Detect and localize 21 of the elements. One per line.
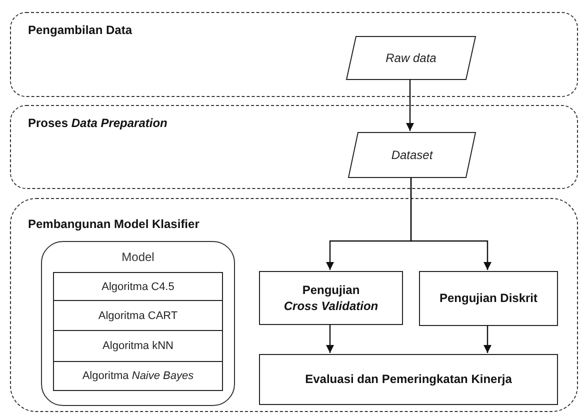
model-title: Model: [120, 250, 156, 264]
stage-band: [10, 12, 578, 97]
stage-band: [10, 198, 578, 412]
stage-band: [10, 105, 578, 189]
arrow: [406, 79, 414, 131]
algorithm-row: Algoritma kNN: [53, 330, 223, 362]
process-box: Pengujian Diskrit: [419, 271, 558, 326]
stage-heading: Proses Data Preparation: [28, 116, 168, 130]
process-box: Evaluasi dan Pemeringkatan Kinerja: [259, 354, 558, 405]
data-parallelogram: Raw data: [346, 36, 476, 80]
algorithm-row: Algoritma Naive Bayes: [53, 361, 223, 391]
arrow: [484, 325, 492, 353]
algorithm-row: Algoritma CART: [53, 300, 223, 331]
arrow: [410, 177, 492, 270]
data-parallelogram: Dataset: [348, 132, 476, 178]
stage-heading: Pengambilan Data: [28, 23, 132, 37]
stage-heading: Pembangunan Model Klasifier: [28, 217, 200, 231]
process-box: Pengujian Cross Validation: [259, 271, 403, 325]
algorithm-row: Algoritma C4.5: [53, 272, 223, 301]
model-box: [41, 241, 235, 406]
arrow: [326, 324, 334, 353]
